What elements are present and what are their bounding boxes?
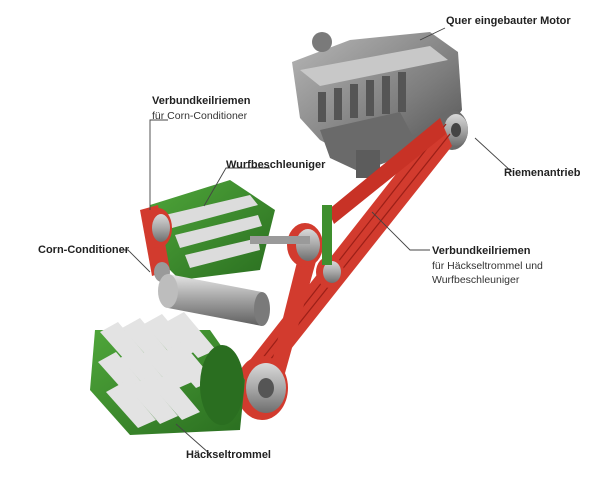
label-verbund-right-sub1: für Häckseltrommel und — [432, 259, 543, 272]
drum-pulley — [236, 356, 288, 420]
label-wurf: Wurfbeschleuniger — [226, 158, 325, 173]
leader-riemen — [474, 137, 513, 173]
leader-wurf — [203, 167, 270, 207]
label-wurf-title: Wurfbeschleuniger — [226, 159, 326, 171]
conditioner-rollers — [158, 274, 270, 326]
leader-verbund-right — [371, 211, 430, 251]
leader-corn — [120, 249, 151, 273]
label-verbund-right-title: Verbundkeilriemen — [432, 245, 531, 257]
main-belt — [250, 118, 452, 384]
label-motor: Quer eingebauter Motor — [446, 14, 571, 29]
label-verbund-top-sub: für Corn-Conditioner — [152, 109, 248, 122]
leader-lines — [120, 27, 513, 455]
leader-motor — [419, 27, 446, 41]
label-corn-title: Corn-Conditioner — [38, 244, 130, 256]
label-verbund-top: Verbundkeilriemen für Corn-Conditioner — [152, 94, 250, 123]
label-haecksel: Häckseltrommel — [186, 448, 271, 463]
thrower — [150, 180, 310, 280]
label-riemen-title: Riemenantrieb — [504, 167, 581, 179]
leader-haecksel — [175, 423, 211, 455]
label-verbund-top-title: Verbundkeilriemen — [152, 95, 251, 107]
label-verbund-right: Verbundkeilriemen für Häckseltrommel und… — [432, 244, 543, 287]
label-verbund-right-sub2: Wurfbeschleuniger — [432, 274, 520, 287]
label-motor-title: Quer eingebauter Motor — [446, 15, 571, 27]
chopper-drum — [90, 312, 245, 435]
label-corn: Corn-Conditioner — [38, 243, 129, 258]
leader-verbund-top — [149, 119, 168, 210]
label-riemen: Riemenantrieb — [504, 166, 580, 181]
label-haecksel-title: Häckseltrommel — [186, 449, 271, 461]
